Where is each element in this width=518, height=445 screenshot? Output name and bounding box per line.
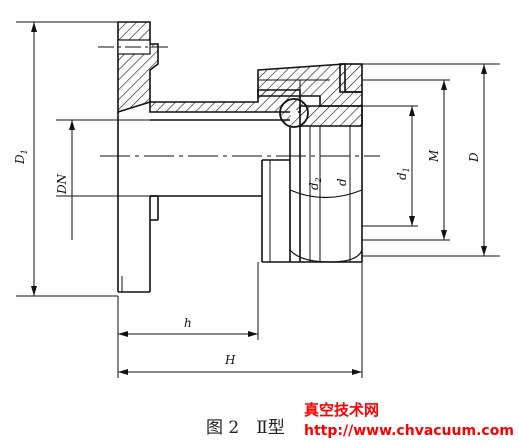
label-h: h bbox=[184, 316, 192, 330]
label-d: d bbox=[335, 178, 349, 186]
dimension-arrows bbox=[31, 22, 487, 375]
label-DN: DN bbox=[55, 173, 69, 195]
flange bbox=[98, 21, 170, 293]
dimension-lines bbox=[16, 21, 500, 378]
watermark-title: 真空技术网 bbox=[304, 401, 380, 419]
label-D: D bbox=[467, 152, 481, 163]
watermark-background bbox=[304, 400, 516, 442]
label-d2: d2 bbox=[307, 177, 323, 190]
label-D1-outer: D1 bbox=[13, 149, 29, 165]
union-nut bbox=[257, 63, 363, 263]
neck bbox=[149, 89, 301, 262]
figure-caption: 图 2 Ⅱ型 bbox=[206, 418, 285, 438]
watermark-url: http://www.chvacuum.com bbox=[304, 423, 514, 439]
label-H: H bbox=[224, 353, 236, 367]
label-M: M bbox=[427, 149, 441, 163]
label-d1-inner: d1 bbox=[395, 167, 411, 180]
